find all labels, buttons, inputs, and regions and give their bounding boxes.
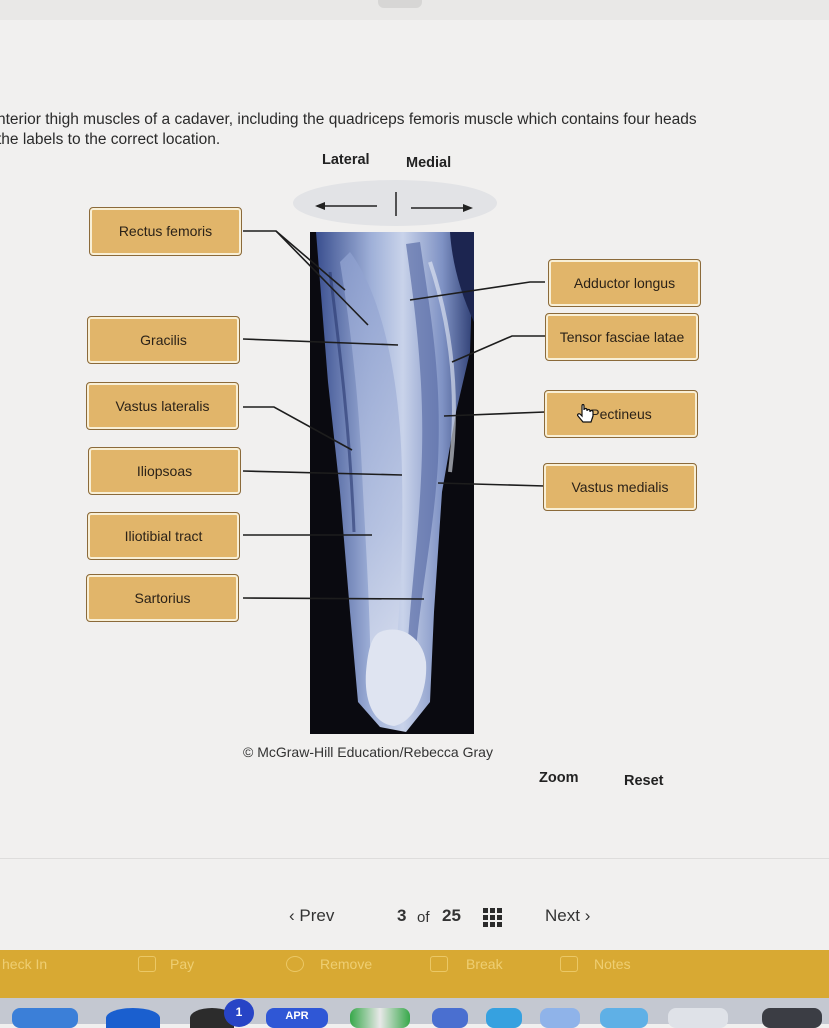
break-button[interactable]: Break <box>466 956 503 972</box>
remove-button[interactable]: Remove <box>320 956 373 972</box>
dock-app-icon[interactable] <box>190 1008 234 1028</box>
notes-icon <box>560 956 578 972</box>
dock-app-icon[interactable] <box>668 1008 728 1028</box>
orientation-indicator <box>293 180 497 226</box>
label-sartorius[interactable]: Sartorius <box>86 574 239 622</box>
notification-badge: 1 <box>224 999 254 1027</box>
label-rectus-femoris[interactable]: Rectus femoris <box>89 207 242 256</box>
chevron-right-icon: › <box>584 906 591 925</box>
page-total: 25 <box>442 906 461 925</box>
label-vastus-lateralis[interactable]: Vastus lateralis <box>86 382 239 430</box>
os-dock: APR <box>0 998 829 1028</box>
dock-app-icon[interactable] <box>12 1008 78 1028</box>
label-vastus-medialis[interactable]: Vastus medialis <box>543 463 697 511</box>
dock-app-icon[interactable] <box>540 1008 580 1028</box>
label-iliotibial-tract[interactable]: Iliotibial tract <box>87 512 240 560</box>
image-credit: © McGraw-Hill Education/Rebecca Gray <box>243 744 493 760</box>
dock-app-icon[interactable] <box>106 1008 160 1028</box>
chevron-left-icon: ‹ <box>289 906 295 925</box>
label-pectineus[interactable]: Pectineus <box>544 390 698 438</box>
dock-app-icon[interactable] <box>432 1008 468 1028</box>
medial-label: Medial <box>406 155 452 171</box>
divider <box>0 858 829 859</box>
grid-menu-icon[interactable] <box>482 907 502 927</box>
page-of: of <box>417 909 430 926</box>
instructions-line-2: the labels to the correct location. <box>0 131 221 148</box>
instructions-line-1: nterior thigh muscles of a cadaver, incl… <box>0 111 697 128</box>
calendar-app-icon[interactable]: APR <box>266 1008 328 1028</box>
zoom-button[interactable]: Zoom <box>539 770 579 786</box>
top-tab-handle <box>378 0 422 8</box>
direction-arrows-icon <box>315 192 473 216</box>
prev-label: Prev <box>299 906 335 925</box>
page-current: 3 <box>397 906 407 925</box>
break-icon <box>430 956 448 972</box>
dock-app-icon[interactable] <box>762 1008 822 1028</box>
lateral-label: Lateral <box>322 152 370 168</box>
dock-app-icon[interactable] <box>486 1008 522 1028</box>
notes-button[interactable]: Notes <box>594 956 631 972</box>
browser-top-area <box>0 0 829 20</box>
next-label: Next <box>545 906 580 925</box>
label-iliopsoas[interactable]: Iliopsoas <box>88 447 241 495</box>
dock-app-icon[interactable] <box>350 1008 410 1028</box>
pay-icon <box>138 956 156 972</box>
cadaver-thigh-photo <box>310 232 474 734</box>
bottom-action-bar: heck In Pay Remove Break Notes <box>0 950 829 998</box>
next-button[interactable]: Next › <box>545 906 590 926</box>
check-in-button[interactable]: heck In <box>2 956 48 972</box>
remove-icon <box>286 956 304 972</box>
hand-cursor-icon <box>577 404 594 423</box>
label-gracilis[interactable]: Gracilis <box>87 316 240 364</box>
question-instructions: nterior thigh muscles of a cadaver, incl… <box>0 110 829 150</box>
label-adductor-longus[interactable]: Adductor longus <box>548 259 701 307</box>
reset-button[interactable]: Reset <box>624 773 664 789</box>
label-tensor-fasciae-latae[interactable]: Tensor fasciae latae <box>545 313 699 361</box>
prev-button[interactable]: ‹ Prev <box>289 906 334 926</box>
pay-button[interactable]: Pay <box>170 956 195 972</box>
dock-app-icon[interactable] <box>600 1008 648 1028</box>
